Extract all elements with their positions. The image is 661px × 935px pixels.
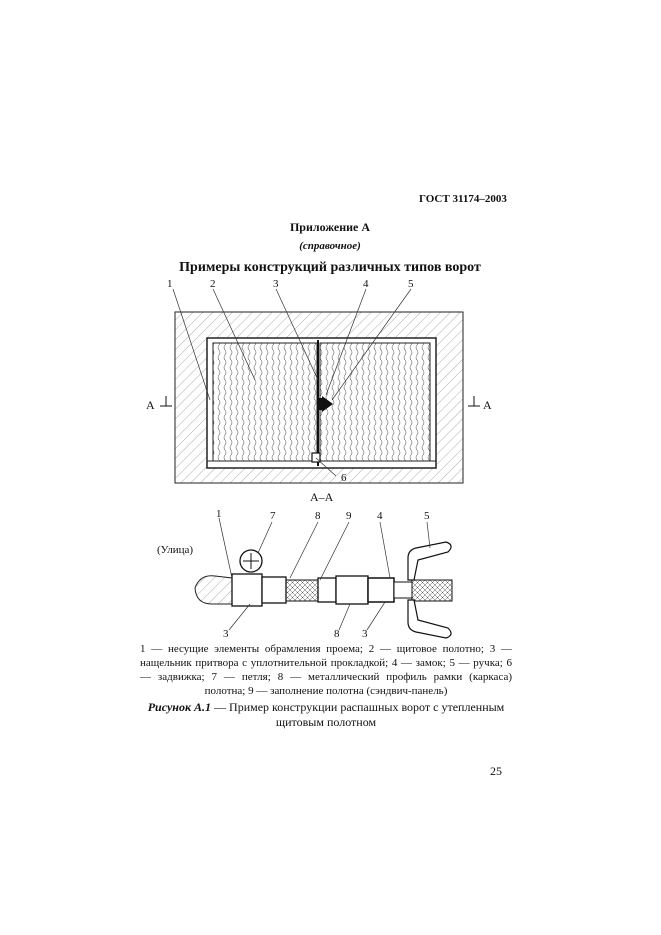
wall-left-section [194,575,233,605]
plan-label-7: 7 [270,510,276,522]
figure-text: — Пример конструкции распашных ворот с у… [214,700,505,729]
section-title: Примеры конструкций различных типов воро… [179,260,481,275]
section-mark-left: А [146,398,155,412]
plan-label-9: 9 [346,510,352,522]
plan-label-8b: 8 [334,628,340,640]
leaf-left [212,342,318,462]
handle-bottom-icon [407,599,452,639]
page-number: 25 [490,764,502,778]
handle-icon [322,396,333,412]
elevation-view [160,288,480,484]
standard-code: ГОСТ 31174–2003 [419,193,507,205]
plan-label-1: 1 [216,508,222,520]
section-title-aa: А–А [310,490,334,504]
annex-subtitle: (справочное) [299,240,361,252]
plan-label-4: 4 [377,510,383,522]
street-label: (Улица) [157,544,194,556]
label-2: 2 [210,278,216,290]
label-1: 1 [167,278,173,290]
leaf-right [319,342,431,462]
figure-caption: Рисунок А.1 — Пример конструкции распашн… [140,700,512,730]
plan-label-3a: 3 [223,628,229,640]
handle-top-icon [407,541,452,581]
legend-caption: 1 — несущие элементы обрамления проема; … [140,643,512,697]
figure-label: Рисунок А.1 [147,700,212,714]
label-3: 3 [273,278,279,290]
plan-label-5: 5 [424,510,430,522]
plan-section [194,517,453,639]
bolt-icon [311,452,321,463]
label-5: 5 [408,278,414,290]
label-6: 6 [341,472,347,484]
plan-label-8: 8 [315,510,321,522]
annex-title: Приложение А [289,220,371,234]
label-4: 4 [363,278,369,290]
plan-label-3b: 3 [362,628,368,640]
section-mark-right: А [483,398,492,412]
